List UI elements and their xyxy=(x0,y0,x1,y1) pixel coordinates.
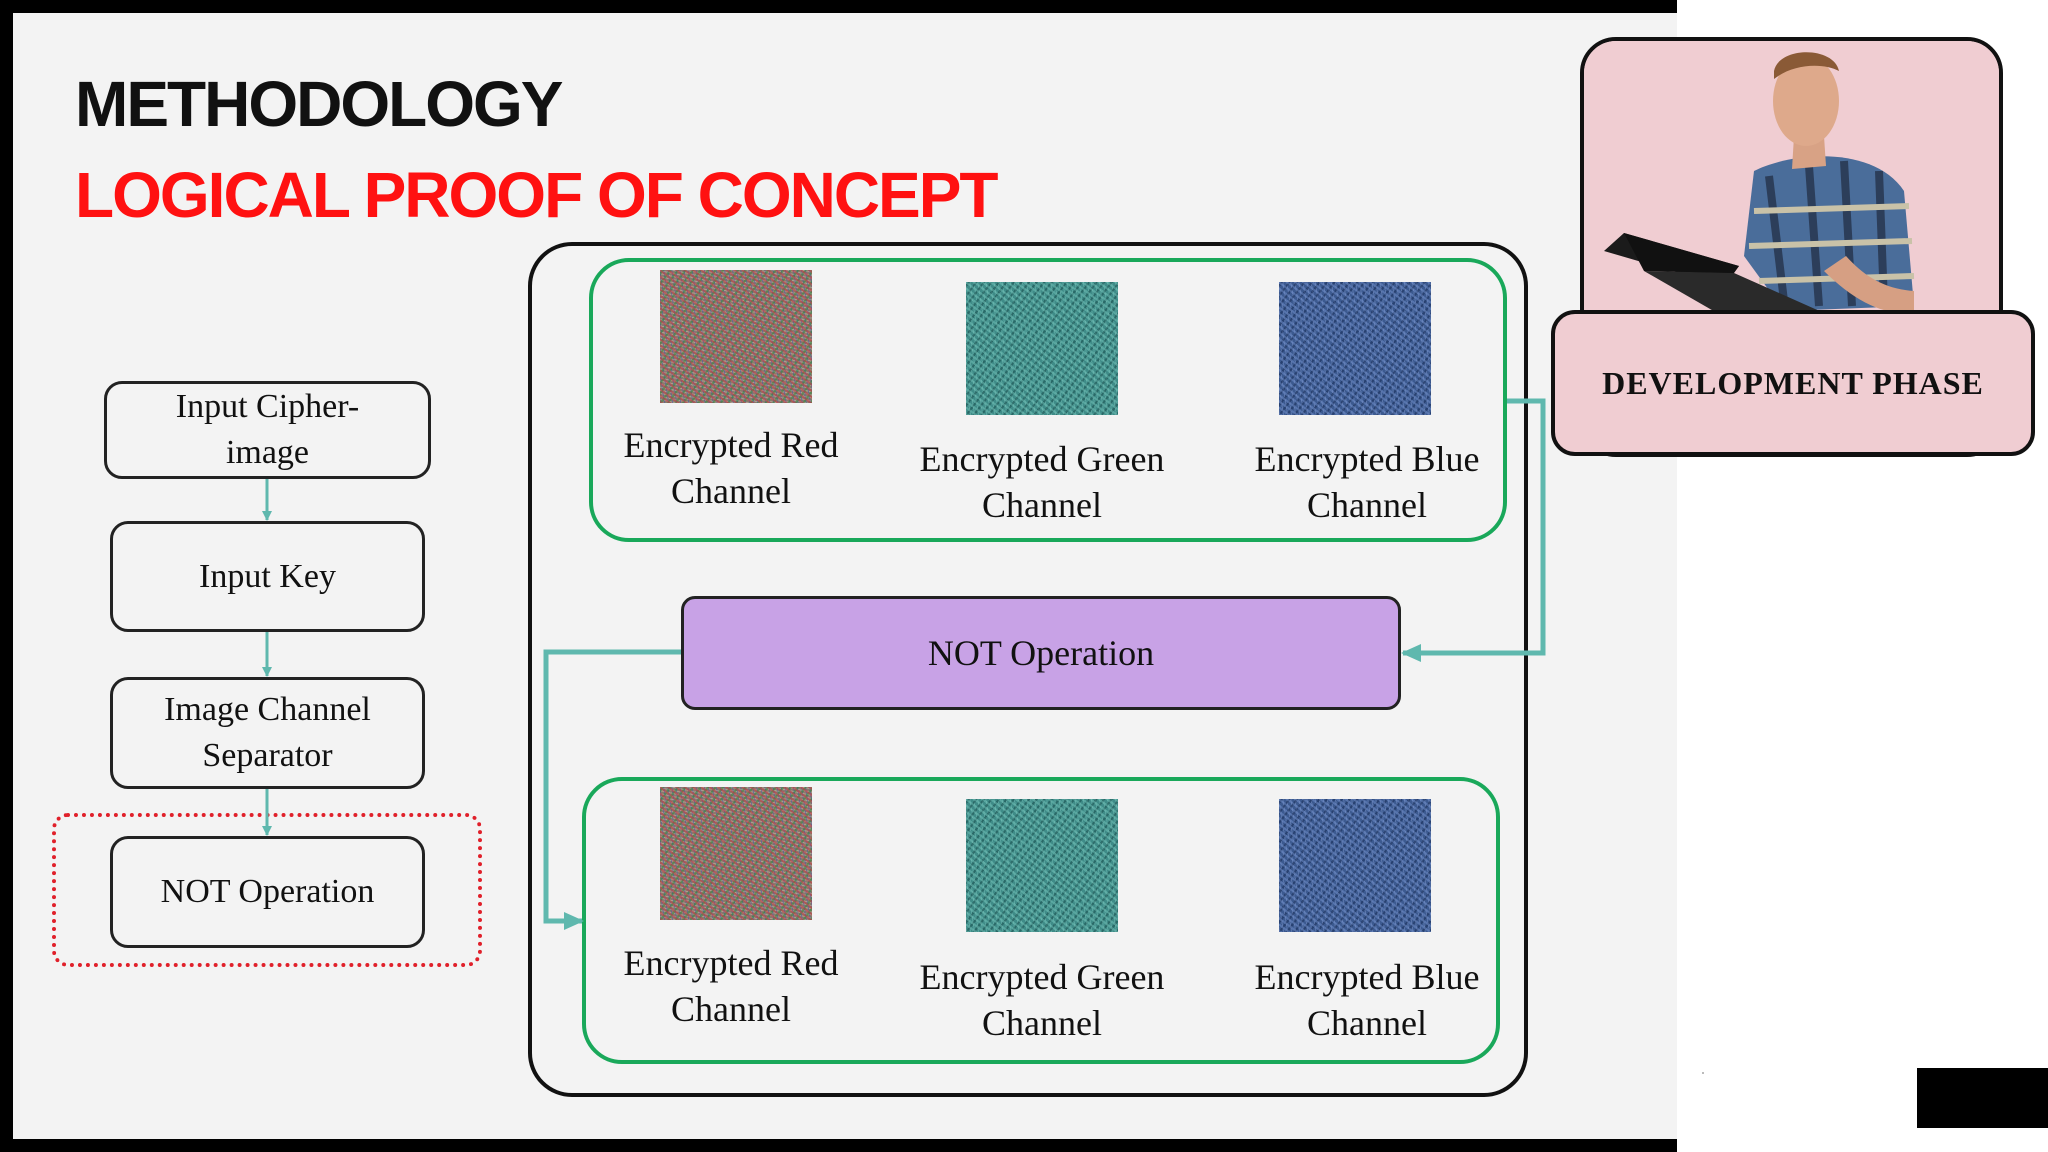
development-phase-text: DEVELOPMENT PHASE xyxy=(1602,364,1984,401)
flow-step-label: Input Key xyxy=(199,557,336,595)
bottom-blue-label: Encrypted Blue Channel xyxy=(1254,957,1480,1043)
blue-channel-image xyxy=(1279,282,1431,415)
top-blue-label: Encrypted Blue Channel xyxy=(1254,439,1480,525)
development-phase-label: DEVELOPMENT PHASE xyxy=(1551,310,2035,456)
not-operation-block: NOT Operation xyxy=(681,596,1401,710)
red-channel-image xyxy=(660,270,812,403)
flow-step-channel-separator: Image Channel Separator xyxy=(110,677,425,789)
blue-channel-image xyxy=(1279,799,1431,932)
green-channel-image xyxy=(966,799,1118,932)
flow-step-input-key: Input Key xyxy=(110,521,425,632)
red-channel-image xyxy=(660,787,812,920)
detail-panel xyxy=(528,242,1528,1097)
not-operation-label: NOT Operation xyxy=(927,633,1155,673)
speck xyxy=(1702,1072,1704,1074)
flow-step-input-cipher-image: Input Cipher-image xyxy=(104,381,431,479)
top-channel-group xyxy=(589,258,1507,542)
bottom-green-label: Encrypted Green Channel xyxy=(919,957,1165,1043)
green-channel-image xyxy=(966,282,1118,415)
top-green-label: Encrypted Green Channel xyxy=(919,439,1165,525)
flow-step-label: Image Channel Separator xyxy=(164,691,371,774)
slide-title: METHODOLOGY xyxy=(75,68,563,140)
bottom-red-label: Encrypted Red Channel xyxy=(623,943,839,1029)
detail-arrows xyxy=(543,398,1546,930)
slide-subtitle: LOGICAL PROOF OF CONCEPT xyxy=(75,159,998,231)
top-red-label: Encrypted Red Channel xyxy=(623,425,839,511)
flow-step-label: NOT Operation xyxy=(160,873,375,910)
flow-step-not-operation: NOT Operation xyxy=(110,836,425,948)
flow-step-label: Input Cipher-image xyxy=(175,388,360,471)
presenter-icon xyxy=(1584,41,1999,453)
black-block xyxy=(1917,1068,2048,1128)
bottom-channel-group xyxy=(582,777,1500,1064)
